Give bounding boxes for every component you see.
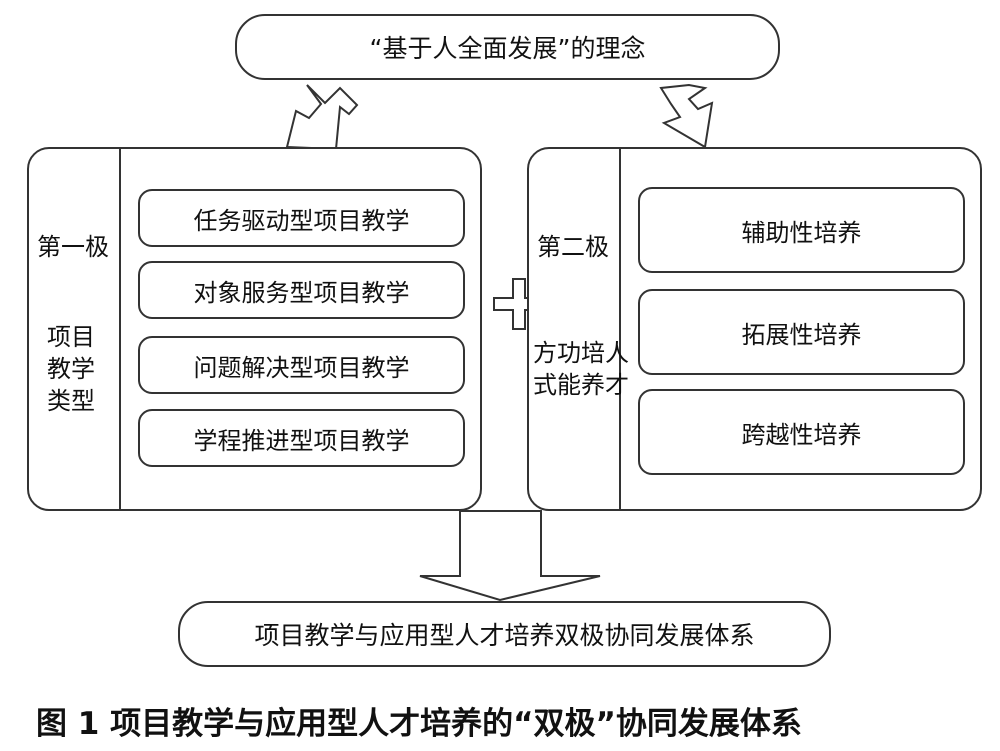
left-subtitle-line-2: 教学: [47, 355, 95, 383]
top-concept-box: “基于人全面发展”的理念: [235, 14, 780, 80]
left-item-3: 问题解决型项目教学: [138, 336, 465, 394]
left-panel-title: 第一极: [37, 233, 109, 261]
left-item-1-label: 任务驱动型项目教学: [193, 206, 410, 235]
left-item-1: 任务驱动型项目教学: [138, 189, 465, 247]
arrow-down-icon: [419, 510, 601, 602]
right-panel: 第二极 方功培人 式能养才 辅助性培养 拓展性培养 跨越性培养: [527, 147, 982, 511]
right-item-2-label: 拓展性培养: [741, 320, 862, 349]
right-item-3: 跨越性培养: [638, 389, 965, 475]
right-item-1-label: 辅助性培养: [741, 218, 862, 247]
right-item-3-label: 跨越性培养: [741, 420, 862, 449]
right-panel-divider: [619, 149, 621, 509]
right-subtitle-line-2: 式能养才: [533, 371, 629, 399]
left-panel: 第一极 项目 教学 类型 任务驱动型项目教学 对象服务型项目教学 问题解决型项目…: [27, 147, 482, 511]
right-item-2: 拓展性培养: [638, 289, 965, 375]
left-subtitle-line-1: 项目: [47, 323, 95, 351]
figure-caption: 图 1 项目教学与应用型人才培养的“双极”协同发展体系: [36, 706, 802, 742]
arrow-right-icon: [659, 83, 714, 149]
bottom-system-box: 项目教学与应用型人才培养双极协同发展体系: [178, 601, 831, 667]
left-item-3-label: 问题解决型项目教学: [193, 353, 410, 382]
left-item-2: 对象服务型项目教学: [138, 261, 465, 319]
bottom-system-text: 项目教学与应用型人才培养双极协同发展体系: [254, 621, 755, 650]
left-item-4: 学程推进型项目教学: [138, 409, 465, 467]
left-panel-subtitle: 项目 教学 类型: [47, 321, 95, 417]
left-item-2-label: 对象服务型项目教学: [193, 278, 410, 307]
top-concept-text: “基于人全面发展”的理念: [369, 34, 646, 63]
right-panel-title: 第二极: [537, 233, 609, 261]
left-item-4-label: 学程推进型项目教学: [193, 426, 410, 455]
right-panel-subtitle: 方功培人 式能养才: [533, 337, 629, 401]
left-subtitle-line-3: 类型: [47, 387, 95, 415]
arrow-left-icon: [285, 84, 359, 151]
left-panel-divider: [119, 149, 121, 509]
right-item-1: 辅助性培养: [638, 187, 965, 273]
right-subtitle-line-1: 方功培人: [533, 339, 629, 367]
